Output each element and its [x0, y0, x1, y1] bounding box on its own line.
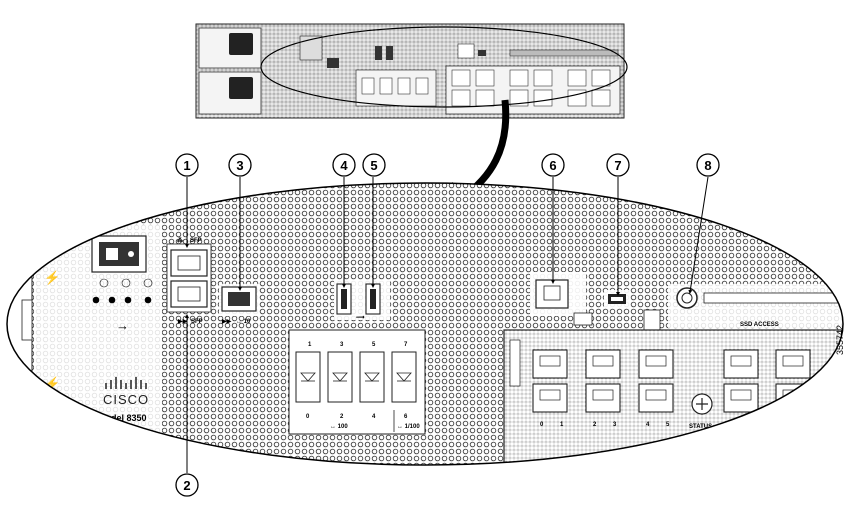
power-inlet-icon	[229, 77, 253, 99]
chassis-overview	[195, 23, 628, 119]
sfp-label-bottom: SFP	[191, 319, 203, 325]
status-label: STATUS	[689, 424, 712, 430]
nim-port[interactable]	[723, 349, 759, 379]
detail-oval	[6, 182, 844, 466]
model-text: Model 8350	[98, 413, 147, 423]
ssd-access-label: SSD ACCESS	[740, 322, 779, 328]
speed-label: ↔ 100	[330, 424, 348, 430]
fast-forward-icon: ▶▶	[177, 318, 188, 325]
brand-text: CISCO	[103, 392, 149, 407]
callout-7: 7	[606, 153, 630, 177]
nim-port-number: 2	[593, 422, 597, 428]
ssd-access-slot[interactable]	[703, 292, 844, 304]
power-inlet-icon	[229, 33, 253, 55]
usb-ports: ⟿	[334, 280, 390, 321]
nim-port[interactable]	[532, 383, 568, 413]
svg-text:1: 1	[183, 158, 190, 173]
svg-text:6: 6	[549, 158, 556, 173]
callout-4: 4	[332, 153, 356, 177]
callout-2: 2	[175, 473, 199, 497]
indicator-icon	[643, 309, 661, 331]
nim-port-number: 5	[666, 422, 670, 428]
nim-port-number: 0	[540, 422, 544, 428]
leader-lines	[185, 176, 709, 473]
svg-text:7: 7	[614, 158, 621, 173]
nim-port-number: 3	[613, 422, 617, 428]
network-interface-module: 0 1 2 3 4 5 STATUS	[503, 329, 843, 465]
ssd-access-group: SSD ACCESS	[668, 284, 844, 328]
port-number: 5	[372, 342, 376, 348]
nim-port-number: 1	[560, 422, 564, 428]
zoom-region-ellipse	[260, 26, 628, 108]
sfp-label-top: SFP	[190, 238, 202, 244]
callout-1: 1	[175, 153, 199, 177]
detail-view: ⚡ ⚡ → CISCO Model 8350	[7, 183, 844, 465]
callout-5: 5	[362, 153, 386, 177]
port-number: 3	[340, 342, 344, 348]
svg-text:8: 8	[704, 158, 711, 173]
sfp-port-speed: ↔ 10	[236, 319, 251, 325]
callout-6: 6	[541, 153, 565, 177]
figure-number: 355742	[835, 325, 845, 355]
power-led-icon	[99, 278, 109, 288]
port-number: 0	[306, 414, 310, 420]
svg-text:4: 4	[340, 158, 348, 173]
status-led-icon	[143, 278, 153, 288]
port-number: 7	[404, 342, 408, 348]
arrow-right-icon: →	[116, 318, 129, 333]
port-number: 1	[308, 342, 312, 348]
usb-icon: ⟿	[356, 315, 365, 321]
cisco-logo: CISCO	[103, 377, 149, 407]
copper-port-block: 1 3 5 7 0 2 4 6 ↔ 100 ↔ 1/100	[288, 329, 426, 435]
speed-label: ↔ 1/100	[397, 424, 420, 430]
copper-port[interactable]	[295, 351, 321, 403]
svg-text:3: 3	[236, 158, 243, 173]
fast-forward-icon: ▶▶	[221, 318, 232, 325]
copper-port[interactable]	[359, 351, 385, 403]
callout-3: 3	[228, 153, 252, 177]
alarm-led-icon	[121, 278, 131, 288]
port-number: 6	[404, 414, 408, 420]
svg-text:5: 5	[370, 158, 377, 173]
console-icon	[573, 312, 593, 326]
management-ports: ⁂ SFP ▶▶ SFP	[166, 237, 212, 325]
svg-text:2: 2	[183, 478, 190, 493]
callout-8: 8	[696, 153, 720, 177]
copper-port[interactable]	[391, 351, 417, 403]
network-icon: ⁂	[177, 237, 183, 244]
copper-port[interactable]	[327, 351, 353, 403]
port-number: 2	[340, 414, 344, 420]
console-port-group	[530, 272, 593, 326]
nim-port-number: 4	[646, 422, 650, 428]
hazard-icon: ⚡	[44, 270, 60, 286]
port-number: 4	[372, 414, 376, 420]
